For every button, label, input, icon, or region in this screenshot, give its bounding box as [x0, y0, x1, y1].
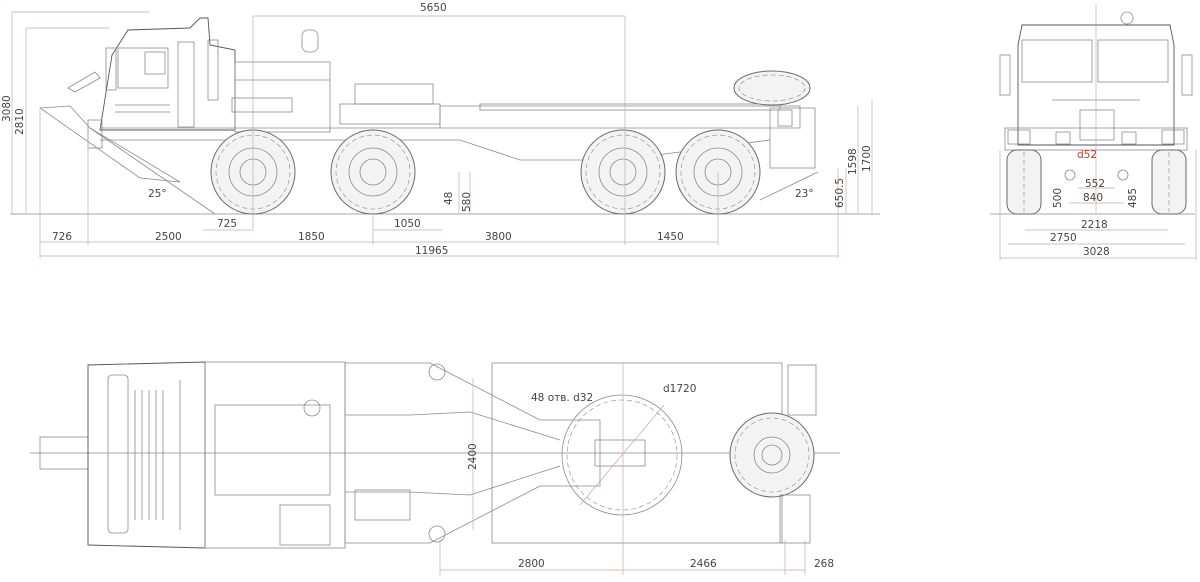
dim-rear-height-low: 650.5: [834, 177, 846, 208]
dim-top-span: 5650: [420, 2, 447, 14]
dim-axle3-to-axle4: 1450: [657, 231, 684, 243]
dim-axle1-to-axle2: 1850: [298, 231, 325, 243]
dim-rear-height-top: 1700: [861, 145, 873, 172]
side-wheel-3: [580, 129, 666, 215]
dim-approach-angle: 25°: [148, 188, 167, 200]
dim-frame-width: 2400: [467, 443, 479, 470]
dim-axle1-offset: 725: [217, 218, 238, 230]
dim-cab-to-axle1: 2500: [155, 231, 182, 243]
dim-turntable-diameter: d1720: [663, 383, 697, 395]
dim-track-inner: 2218: [1081, 219, 1108, 231]
dim-axle2-to-mount: 1050: [394, 218, 421, 230]
dim-right-height: 485: [1127, 187, 1139, 208]
dim-overall-width: 3028: [1083, 246, 1110, 258]
dim-left-height: 500: [1052, 187, 1064, 208]
dim-departure-angle: 23°: [795, 188, 814, 200]
dim-hitch-spacing: 840: [1083, 192, 1104, 204]
dim-axle2-to-axle3: 3800: [485, 231, 512, 243]
side-wheel-2: [330, 129, 416, 215]
dim-height-cab: 2810: [14, 108, 26, 135]
dim-hitch-inner: 552: [1085, 178, 1106, 190]
dim-dist-b: 2466: [690, 558, 717, 570]
dim-overall-length: 11965: [415, 245, 449, 257]
dim-mount-high: 580: [461, 191, 473, 212]
dim-track-outer: 2750: [1050, 232, 1077, 244]
grille-lines: [134, 380, 181, 530]
top-view: [30, 361, 840, 575]
dim-height-total: 3080: [1, 95, 13, 122]
side-view: [10, 11, 880, 258]
dim-holes-label: 48 отв. d32: [531, 392, 594, 404]
dim-front-overhang: 726: [52, 231, 73, 243]
dim-dist-c: 268: [814, 558, 835, 570]
dim-hole-diameter: d52: [1077, 149, 1098, 161]
dim-mount-low: 48: [443, 191, 455, 205]
dim-rear-height-mid: 1598: [847, 148, 859, 175]
front-view: [990, 5, 1197, 260]
dim-dist-a: 2800: [518, 558, 545, 570]
